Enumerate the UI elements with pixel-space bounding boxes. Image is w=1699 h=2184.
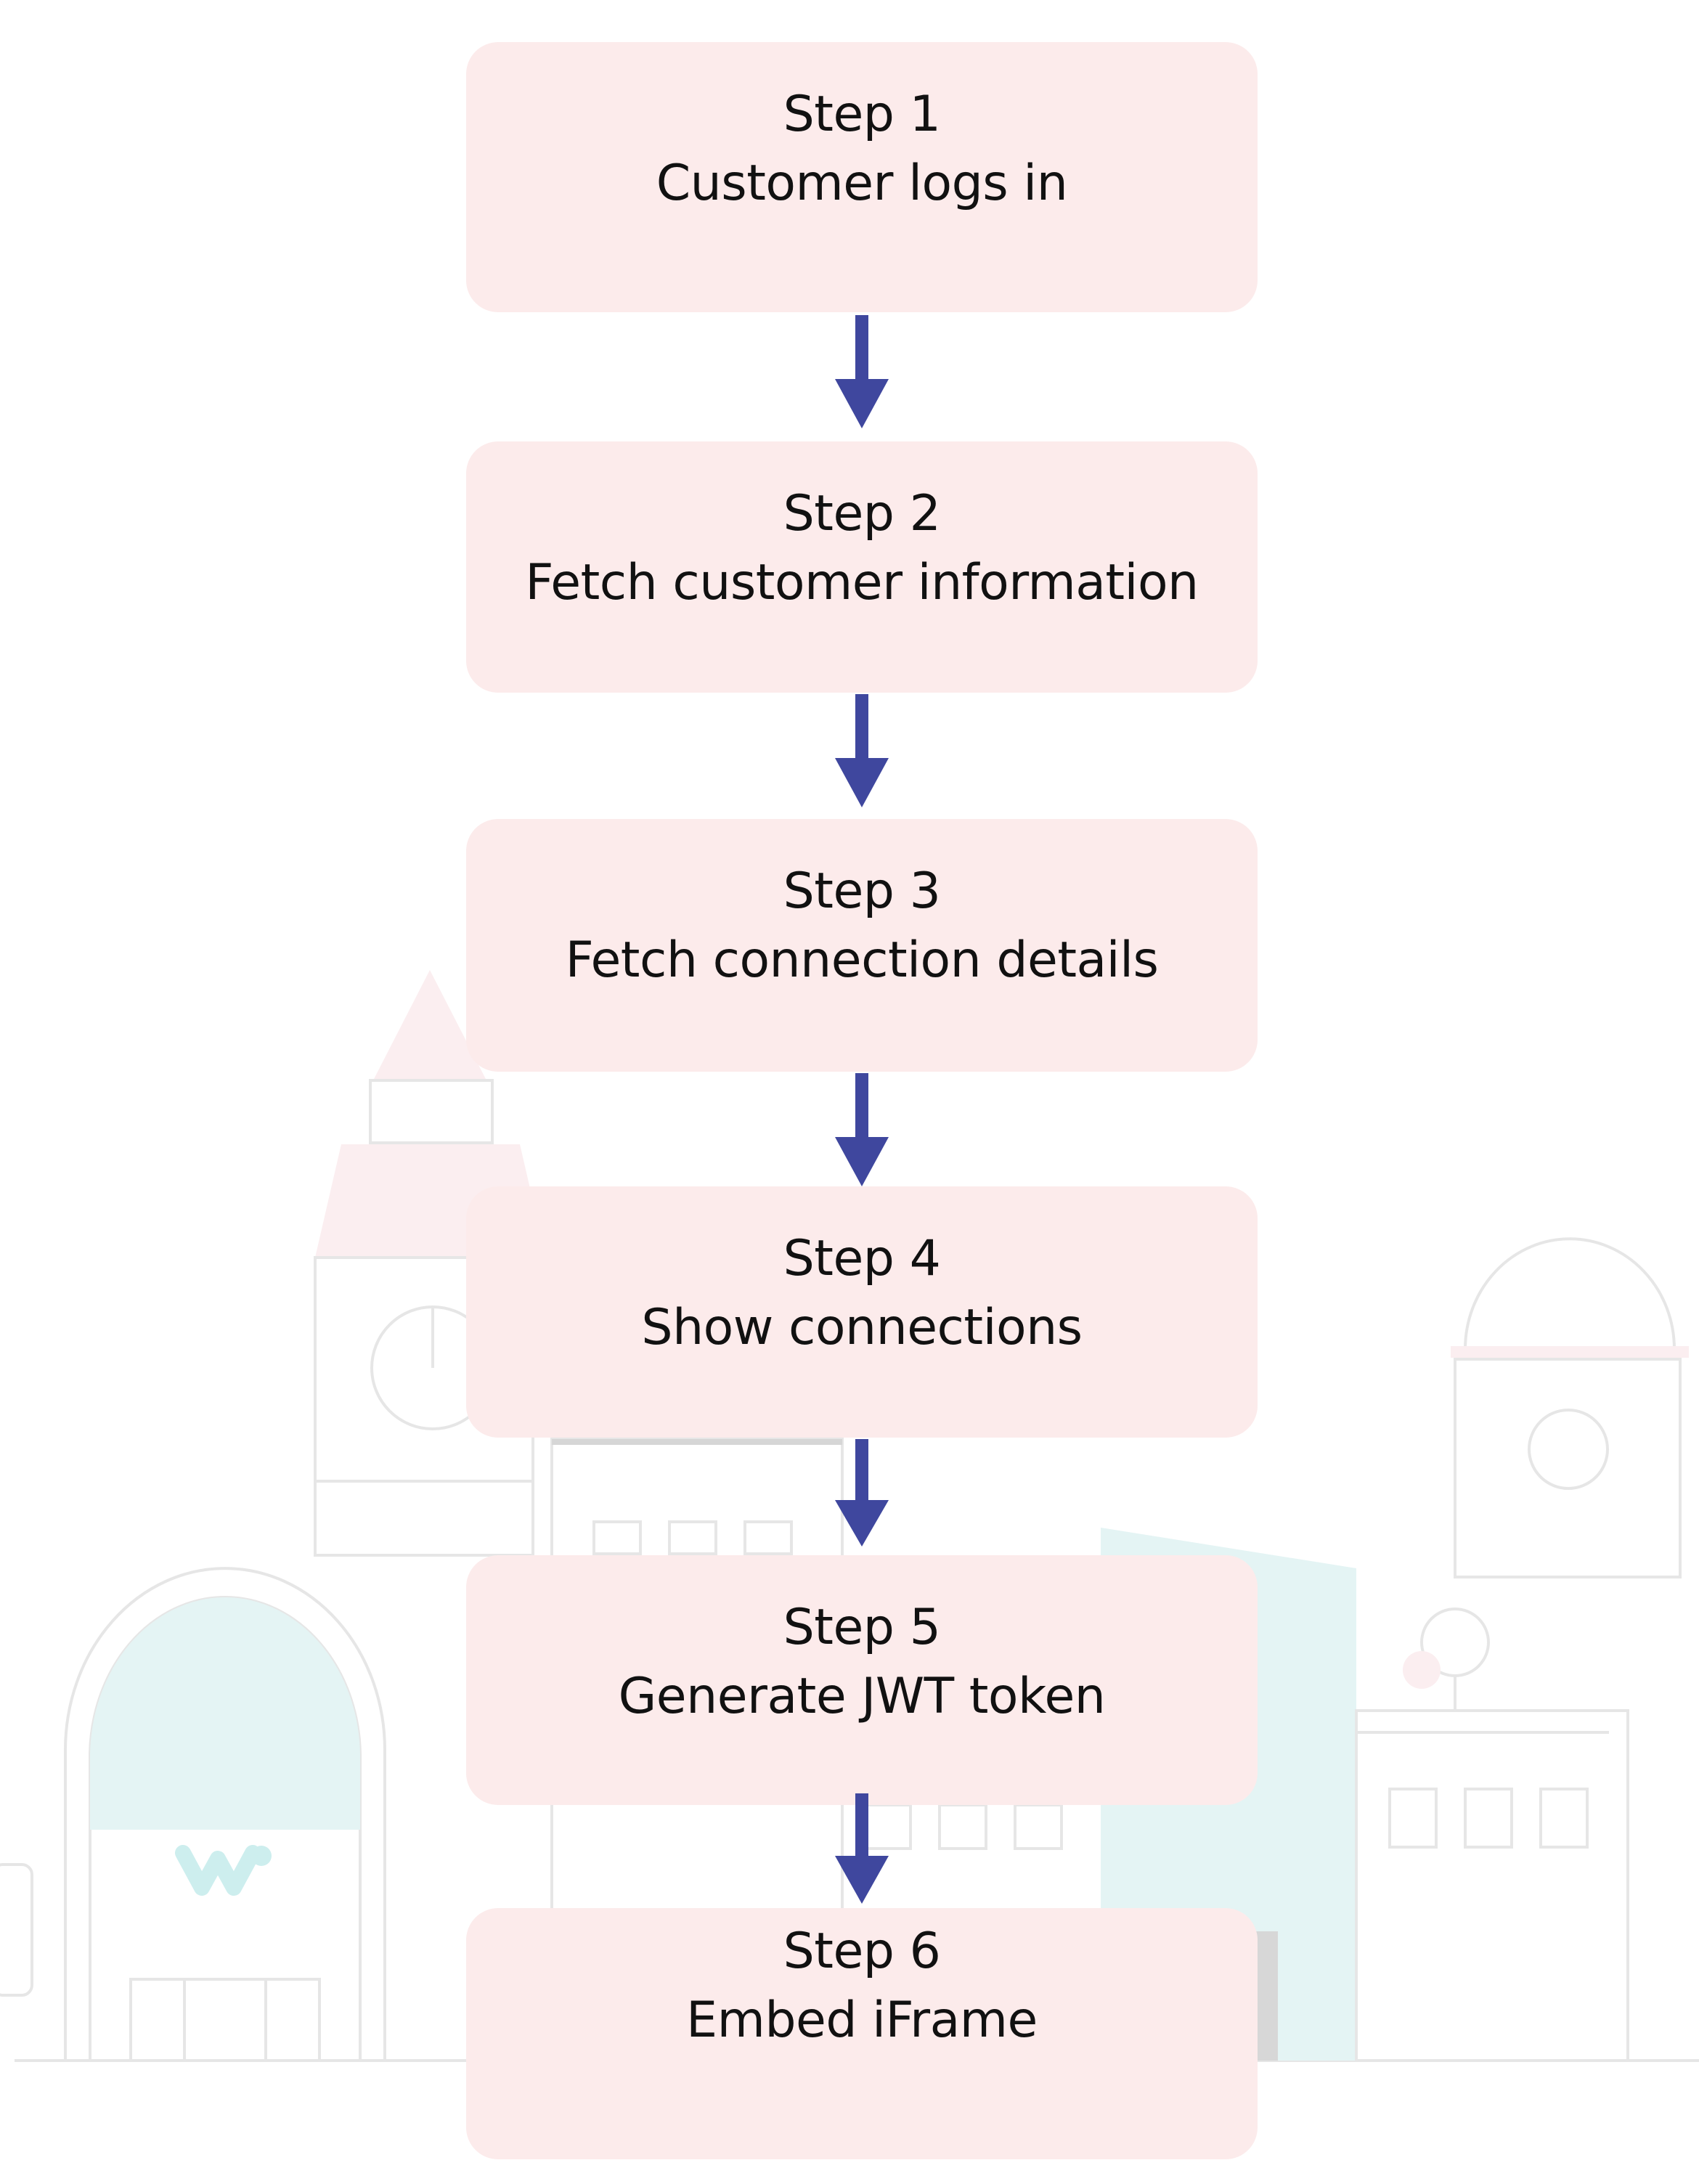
step-5-box: Step 5 Generate JWT token [466, 1555, 1258, 1805]
step-2-description: Fetch customer information [525, 554, 1199, 611]
step-4-title: Step 4 [783, 1230, 941, 1287]
step-1-description: Customer logs in [656, 155, 1068, 212]
step-3-title: Step 3 [783, 863, 941, 920]
step-4-description: Show connections [641, 1299, 1083, 1356]
step-6-description: Embed iFrame [686, 1992, 1038, 2049]
step-6-box: Step 6 Embed iFrame [466, 1908, 1258, 2159]
step-5-description: Generate JWT token [618, 1668, 1106, 1725]
step-1-title: Step 1 [783, 86, 941, 143]
step-3-description: Fetch connection details [565, 932, 1159, 989]
step-2-box: Step 2 Fetch customer information [466, 441, 1258, 693]
step-6-title: Step 6 [783, 1923, 941, 1980]
step-5-title: Step 5 [783, 1599, 941, 1656]
step-4-box: Step 4 Show connections [466, 1186, 1258, 1438]
step-3-box: Step 3 Fetch connection details [466, 819, 1258, 1072]
step-2-title: Step 2 [783, 485, 941, 542]
w-logo-icon [175, 1845, 272, 1896]
step-1-box: Step 1 Customer logs in [466, 42, 1258, 312]
